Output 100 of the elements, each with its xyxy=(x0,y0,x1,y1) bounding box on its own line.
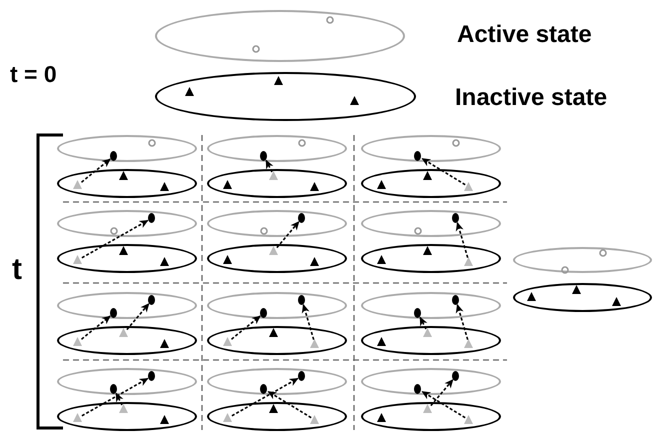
vacated-triangle xyxy=(223,337,232,346)
vacated-triangle xyxy=(73,255,82,264)
vacated-triangle xyxy=(464,257,473,266)
vacated-triangle xyxy=(310,415,319,424)
triangle-marker xyxy=(119,246,128,255)
state-label: Active state xyxy=(457,23,592,47)
vacated-triangle xyxy=(423,404,432,413)
particle-dot xyxy=(452,370,459,380)
vacated-triangle xyxy=(423,328,432,337)
vacated-triangle xyxy=(73,413,82,422)
dashed-arrow xyxy=(430,379,454,406)
inactive-state-ellipse xyxy=(513,283,652,312)
active-state-ellipse xyxy=(361,210,501,237)
inactive-state-ellipse xyxy=(57,326,197,355)
dashed-arrow xyxy=(265,160,274,172)
active-state-ellipse xyxy=(57,368,197,395)
inactive-state-ellipse xyxy=(207,402,347,431)
active-state-ellipse xyxy=(155,10,405,62)
active-state-ellipse xyxy=(361,368,501,395)
vacated-triangle xyxy=(73,337,82,346)
vacated-triangle xyxy=(464,415,473,424)
particle-dot xyxy=(298,294,305,304)
vacated-triangle xyxy=(73,180,82,189)
empty-site-circle xyxy=(148,138,156,146)
dashed-arrow xyxy=(81,158,111,183)
particle-dot xyxy=(260,150,267,160)
active-state-ellipse xyxy=(361,135,501,162)
triangle-marker xyxy=(377,180,386,189)
particle-dot xyxy=(110,384,117,394)
triangle-marker xyxy=(274,76,283,85)
triangle-marker xyxy=(223,180,232,189)
active-state-ellipse xyxy=(513,247,652,273)
triangle-marker xyxy=(377,337,386,346)
empty-site-circle xyxy=(326,16,334,24)
active-state-ellipse xyxy=(207,368,347,395)
active-state-ellipse xyxy=(207,210,347,237)
state-label: Inactive state xyxy=(455,86,608,110)
particle-dot xyxy=(148,212,155,222)
active-state-ellipse xyxy=(57,135,197,162)
dashed-arrow xyxy=(267,390,312,418)
inactive-state-ellipse xyxy=(361,402,501,431)
dashed-arrow xyxy=(81,315,111,340)
vacated-triangle xyxy=(223,413,232,422)
dashed-arrow xyxy=(231,315,261,340)
particle-dot xyxy=(414,150,421,160)
active-state-ellipse xyxy=(361,292,501,319)
empty-site-circle xyxy=(560,266,568,274)
triangle-marker xyxy=(572,285,581,294)
triangle-marker xyxy=(185,87,194,96)
vacated-triangle xyxy=(269,171,278,180)
triangle-marker xyxy=(160,339,169,348)
triangle-marker xyxy=(269,404,278,413)
inactive-state-ellipse xyxy=(207,326,347,355)
inactive-state-ellipse xyxy=(155,72,416,121)
dashed-arrow xyxy=(456,304,468,340)
empty-site-circle xyxy=(252,44,260,52)
inactive-state-ellipse xyxy=(207,169,347,198)
vacated-triangle xyxy=(310,339,319,348)
dashed-arrow xyxy=(126,303,150,330)
empty-site-circle xyxy=(452,138,460,146)
triangle-marker xyxy=(310,257,319,266)
dashed-arrow xyxy=(421,390,466,418)
vacated-triangle xyxy=(464,339,473,348)
triangle-marker xyxy=(160,415,169,424)
empty-site-circle xyxy=(298,138,306,146)
inactive-state-ellipse xyxy=(57,402,197,431)
particle-dot xyxy=(260,384,267,394)
empty-site-circle xyxy=(598,248,606,256)
empty-site-circle xyxy=(110,226,118,234)
inactive-state-ellipse xyxy=(361,169,501,198)
inactive-state-ellipse xyxy=(361,244,501,273)
time-label: t xyxy=(12,255,22,285)
triangle-marker xyxy=(612,297,621,306)
vacated-triangle xyxy=(119,404,128,413)
particle-dot xyxy=(452,294,459,304)
triangle-marker xyxy=(423,171,432,180)
vacated-triangle xyxy=(464,182,473,191)
triangle-marker xyxy=(377,255,386,264)
dashed-arrow xyxy=(302,304,314,340)
active-state-ellipse xyxy=(207,292,347,319)
active-state-ellipse xyxy=(57,292,197,319)
triangle-marker xyxy=(160,257,169,266)
active-state-ellipse xyxy=(57,210,197,237)
inactive-state-ellipse xyxy=(361,326,501,355)
triangle-marker xyxy=(377,413,386,422)
active-state-ellipse xyxy=(207,135,347,162)
dashed-arrow xyxy=(421,158,466,186)
particle-dot xyxy=(414,308,421,318)
vacated-triangle xyxy=(269,246,278,255)
triangle-marker xyxy=(160,182,169,191)
particle-dot xyxy=(110,150,117,160)
empty-site-circle xyxy=(414,226,422,234)
particle-dot xyxy=(148,294,155,304)
particle-dot xyxy=(452,212,459,222)
particle-dot xyxy=(414,384,421,394)
particle-dot xyxy=(260,308,267,318)
dashed-arrow xyxy=(419,316,428,330)
triangle-marker xyxy=(119,171,128,180)
triangle-marker xyxy=(423,246,432,255)
dashed-arrow xyxy=(276,221,300,248)
